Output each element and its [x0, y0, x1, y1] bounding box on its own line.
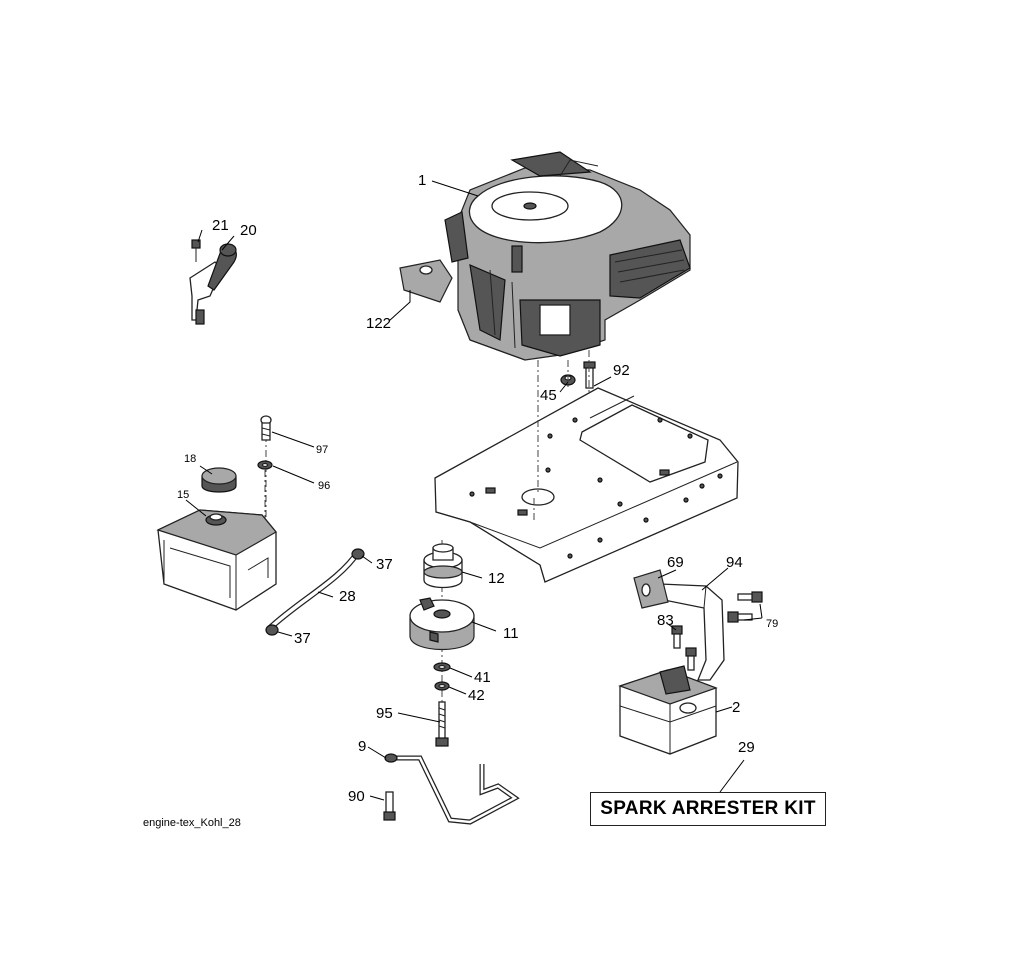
callout-41: 41 — [474, 669, 491, 686]
part-83-bolts — [671, 625, 697, 671]
callout-122: 122 — [366, 315, 391, 332]
part-94-exhaust-pipe — [659, 583, 725, 681]
leader-lines — [185, 180, 763, 801]
callout-37-upper: 37 — [376, 556, 393, 573]
drawing-id-label: engine-tex_Kohl_28 — [143, 817, 241, 829]
callout-96: 96 — [318, 480, 330, 492]
callout-1: 1 — [418, 172, 426, 189]
part-122-bracket — [399, 259, 453, 303]
part-90-bolt — [383, 791, 396, 821]
part-11-pto-clutch — [409, 597, 475, 651]
callout-9: 9 — [358, 738, 366, 755]
part-15-fuel-tank — [156, 509, 277, 611]
part-9-pto-rod — [384, 753, 520, 825]
part-95-bolt — [435, 701, 449, 747]
part-28-fuel-line — [267, 550, 361, 631]
callout-42: 42 — [468, 687, 485, 704]
engine — [444, 151, 691, 361]
part-96-washer — [257, 460, 273, 470]
part-2-muffler — [618, 665, 718, 755]
part-42-washer — [434, 681, 450, 691]
callout-90: 90 — [348, 788, 365, 805]
part-41-washer — [433, 662, 451, 672]
callout-21: 21 — [212, 217, 229, 234]
chassis-plate — [434, 387, 739, 583]
callout-83: 83 — [657, 612, 674, 629]
callout-29: 29 — [738, 739, 755, 756]
part-37-clamp-upper — [351, 548, 365, 560]
part-69-gasket — [633, 569, 669, 609]
callout-28: 28 — [339, 588, 356, 605]
callout-45: 45 — [540, 387, 557, 404]
callout-2: 2 — [732, 699, 740, 716]
callout-20: 20 — [240, 222, 257, 239]
callout-37-lower: 37 — [294, 630, 311, 647]
callout-95: 95 — [376, 705, 393, 722]
part-20-21-cable-clamp — [189, 239, 237, 325]
callout-18: 18 — [184, 453, 196, 465]
callout-labels: 1 2 9 11 12 15 18 20 21 28 29 37 37 41 4… — [177, 172, 778, 805]
callout-94: 94 — [726, 554, 743, 571]
callout-15: 15 — [177, 489, 189, 501]
part-79-bolts — [727, 591, 763, 623]
part-18-fuel-cap — [201, 467, 237, 493]
callout-92: 92 — [613, 362, 630, 379]
callout-79: 79 — [766, 618, 778, 630]
part-97-screw — [260, 415, 272, 441]
spark-arrester-kit-box: SPARK ARRESTER KIT — [590, 792, 826, 826]
part-37-clamp-lower — [265, 624, 279, 636]
callout-11: 11 — [503, 625, 519, 642]
callout-97: 97 — [316, 444, 328, 456]
callout-12: 12 — [488, 570, 505, 587]
callout-69: 69 — [667, 554, 684, 571]
part-12-pulley — [423, 543, 463, 589]
